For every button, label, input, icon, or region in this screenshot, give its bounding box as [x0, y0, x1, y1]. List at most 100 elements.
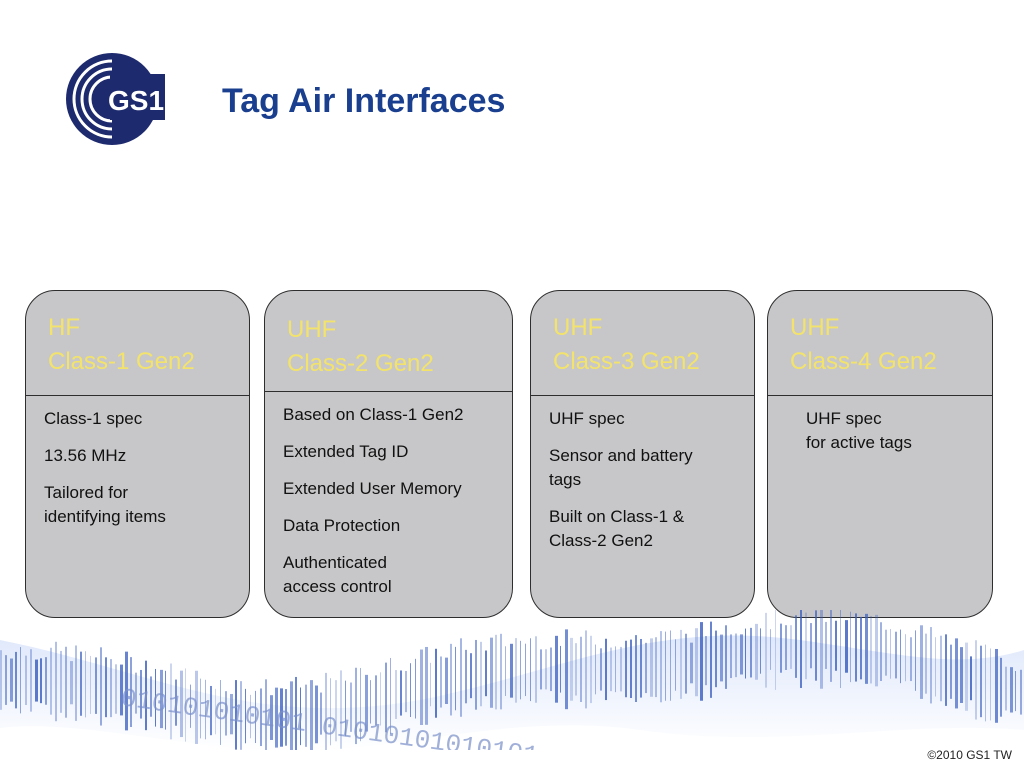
card-list: Based on Class-1 Gen2 Extended Tag ID Ex…: [283, 403, 504, 612]
barcode-stripe: [95, 657, 97, 714]
barcode-stripe: [460, 638, 462, 717]
page-title: Tag Air Interfaces: [222, 82, 506, 120]
barcode-stripe: [955, 638, 958, 709]
barcode-stripe: [795, 615, 797, 678]
barcode-stripe: [850, 611, 851, 683]
barcode-stripe: [445, 657, 448, 704]
barcode-stripe: [630, 639, 632, 698]
barcode-stripe: [920, 625, 923, 699]
card-uhf-class4: UHF Class-4 Gen2 UHF spec for active tag…: [767, 290, 993, 618]
barcode-stripe: [45, 657, 47, 705]
barcode-stripe: [425, 646, 428, 725]
barcode-stripe: [410, 663, 411, 717]
barcode-stripe: [715, 630, 717, 688]
barcode-stripe: [345, 680, 346, 737]
barcode-stripe: [185, 668, 186, 742]
barcode-stripe: [375, 675, 377, 726]
barcode-stripe: [840, 610, 841, 688]
barcode-stripe: [635, 635, 637, 702]
barcode-stripe: [1000, 657, 1002, 717]
list-item: Extended Tag ID: [283, 442, 409, 461]
list-item: 13.56 MHz: [44, 446, 127, 465]
barcode-stripe: [855, 613, 857, 682]
barcode-stripe: [5, 655, 7, 705]
barcode-stripe: [870, 615, 872, 684]
card-class: Class-3 Gen2: [553, 348, 700, 375]
barcode-stripe: [940, 635, 942, 702]
barcode-stripe: [330, 678, 331, 746]
list-item: UHF spec for active tags: [806, 409, 912, 452]
barcode-stripe: [115, 664, 117, 714]
card-header: UHF Class-3 Gen2: [531, 291, 754, 396]
barcode-stripe: [995, 648, 998, 723]
barcode-stripe: [685, 633, 687, 694]
barcode-stripe: [125, 651, 128, 731]
barcode-stripe: [75, 645, 77, 721]
barcode-stripe: [885, 629, 887, 676]
barcode-stripe: [170, 663, 172, 740]
barcode-stripe: [90, 655, 91, 714]
barcode-stripe: [590, 635, 592, 704]
barcode-stripe: [320, 692, 322, 735]
barcode-stripe: [655, 637, 657, 698]
barcode-stripe: [495, 634, 497, 710]
barcode-stripe: [260, 688, 262, 747]
barcode-stripe: [380, 672, 381, 726]
barcode-stripe: [625, 640, 627, 698]
card-band: UHF: [790, 314, 840, 341]
barcode-stripe: [240, 681, 242, 750]
barcode-stripe: [615, 646, 616, 693]
barcode-stripe: [605, 638, 607, 701]
barcode-stripe: [295, 676, 297, 750]
barcode-stripe: [245, 688, 246, 744]
card-band: UHF: [553, 314, 603, 341]
barcode-stripe: [700, 622, 703, 701]
barcode-stripe: [190, 684, 191, 728]
barcode-stripe: [70, 661, 73, 705]
barcode-stripe: [720, 634, 723, 682]
barcode-stripe: [555, 635, 558, 703]
barcode-wave-banner: 010101010101 01010101010101: [0, 610, 1024, 750]
barcode-stripe: [975, 640, 977, 720]
barcode-stripe: [765, 612, 767, 688]
card-band: UHF: [287, 316, 337, 343]
barcode-stripe: [730, 634, 732, 679]
barcode-stripe: [775, 610, 776, 690]
barcode-stripe: [580, 636, 582, 702]
barcode-stripe: [890, 628, 891, 679]
barcode-stripe: [565, 629, 568, 710]
barcode-stripe: [140, 669, 142, 719]
barcode-stripe: [325, 672, 327, 750]
barcode-stripe: [990, 648, 991, 721]
copyright-footer: ©2010 GS1 TW: [927, 748, 1012, 762]
barcode-stripe: [430, 662, 431, 707]
barcode-stripe: [230, 693, 233, 735]
barcode-stripe: [200, 678, 201, 739]
barcode-stripe: [405, 670, 407, 713]
barcode-stripe: [195, 670, 198, 744]
barcode-stripe: [275, 687, 278, 748]
barcode-stripe: [25, 655, 27, 706]
barcode-stripe: [845, 620, 848, 673]
barcode-stripe: [180, 670, 183, 738]
barcode-stripe: [725, 625, 727, 689]
barcode-stripe: [225, 691, 227, 736]
barcode-stripe: [805, 612, 807, 680]
barcode-stripe: [280, 688, 283, 747]
barcode-stripe: [285, 689, 287, 746]
barcode-stripe: [860, 616, 862, 680]
barcode-stripe: [105, 657, 107, 718]
barcode-stripe: [505, 646, 506, 697]
barcode-stripe: [150, 676, 152, 717]
barcode-stripe: [760, 628, 761, 674]
barcode-stripe: [780, 623, 782, 673]
barcode-stripe: [100, 647, 102, 726]
barcode-stripe: [420, 649, 423, 725]
barcode-stripe: [710, 621, 712, 698]
card-uhf-class3: UHF Class-3 Gen2 UHF spec Sensor and bat…: [530, 290, 755, 618]
barcode-stripe: [875, 614, 878, 687]
barcode-stripe: [600, 648, 602, 691]
barcode-stripe: [1005, 666, 1007, 711]
barcode-stripe: [385, 662, 387, 733]
barcode-stripe: [680, 629, 682, 699]
